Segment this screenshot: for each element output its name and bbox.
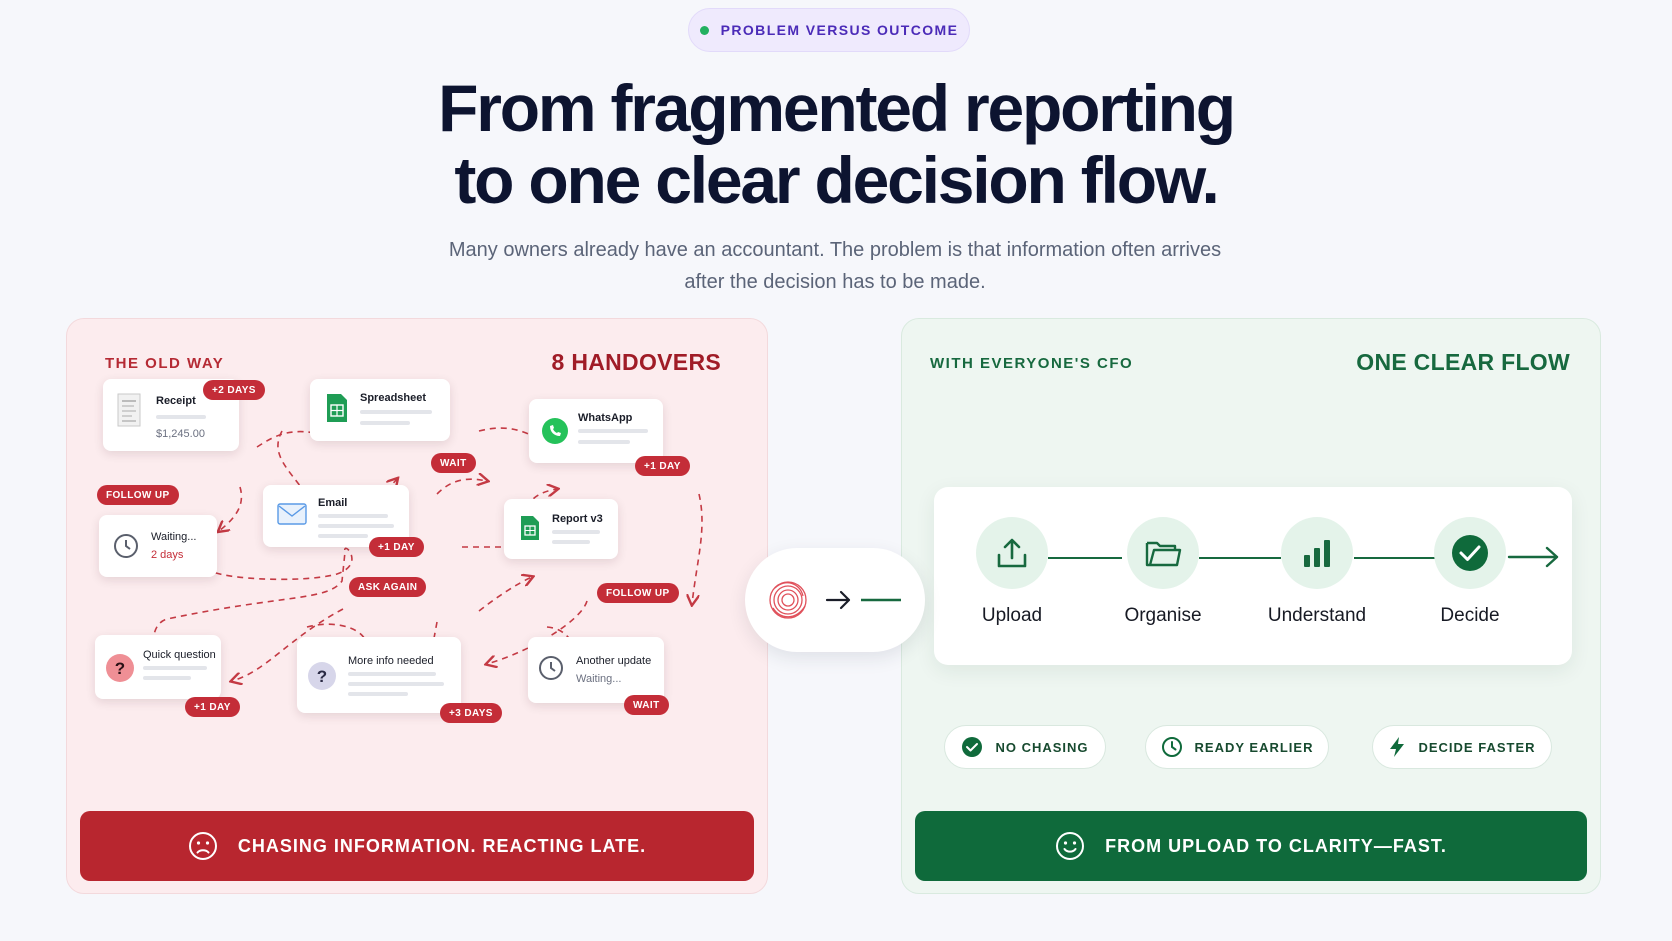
email-card: Email [263,485,409,547]
new-way-eyebrow: WITH EVERYONE'S CFO [930,355,1134,372]
quick-question-delay-tag: +1 DAY [185,697,240,717]
waiting-duration: 2 days [151,549,184,561]
transition-connector [745,548,925,652]
section-badge: PROBLEM VERSUS OUTCOME [688,8,970,52]
email-icon [277,503,307,525]
new-way-headline: ONE CLEAR FLOW [1356,349,1570,375]
old-way-panel: THE OLD WAY 8 HANDOVERS [66,318,768,894]
ask-again-tag: ASK AGAIN [349,577,427,597]
wait-tag-2: WAIT [624,695,669,715]
bar-chart-icon [1304,540,1330,567]
whatsapp-delay-tag: +1 DAY [635,456,690,476]
report-title: Report v3 [552,513,603,525]
old-way-headline: 8 HANDOVERS [551,349,721,375]
status-dot-icon [699,25,709,35]
follow-up-tag-2: FOLLOW UP [597,583,679,603]
report-icon [521,516,539,540]
smile-face-icon [1056,832,1085,860]
hero-title-line-1: From fragmented reporting [438,71,1236,145]
arrow-right-icon [1507,546,1559,568]
benefit-ready-earlier: READY EARLIER [1145,725,1329,769]
section-badge-label: PROBLEM VERSUS OUTCOME [720,22,959,38]
flow-step-organise-label: Organise [1124,605,1202,626]
receipt-title: Receipt [156,395,196,407]
question-icon: ? [106,654,134,682]
receipt-icon [117,393,141,427]
hero-title: From fragmented reporting to one clear d… [0,72,1672,216]
receipt-amount: $1,245.00 [156,428,205,440]
follow-up-tag-1: FOLLOW UP [97,485,179,505]
flow-step-organise: Organise [1093,517,1233,627]
old-way-summary-label: CHASING INFORMATION. REACTING LATE. [237,835,647,856]
quick-question-title: Quick question [143,649,216,661]
hero-title-line-2: to one clear decision flow. [454,143,1220,217]
waiting-title: Waiting... [151,531,197,543]
benefit-no-chasing: NO CHASING [944,725,1106,769]
flow-step-understand: Understand [1247,517,1387,627]
old-way-summary-bar: CHASING INFORMATION. REACTING LATE. [80,811,754,881]
whatsapp-title: WhatsApp [578,412,633,424]
arrow-right-icon [825,590,851,610]
decision-flow-card: Upload Organise Understand [934,487,1572,665]
question-icon: ? [308,662,336,690]
quick-question-card: ? Quick question [95,635,221,699]
new-way-summary-bar: FROM UPLOAD TO CLARITY—FAST. [915,811,1587,881]
spreadsheet-icon [327,394,347,422]
hero-subtitle: Many owners already have an accountant. … [448,239,1222,293]
new-way-panel: WITH EVERYONE'S CFO ONE CLEAR FLOW Uploa… [901,318,1601,894]
svg-text:?: ? [317,667,327,686]
benefit-ready-earlier-label: READY EARLIER [1194,739,1314,755]
more-info-title: More info needed [348,655,434,667]
clock-icon [114,534,138,558]
benefit-decide-faster-label: DECIDE FASTER [1418,739,1536,755]
flow-step-upload-label: Upload [981,605,1043,626]
report-card: Report v3 [504,499,618,559]
more-info-delay-tag: +3 DAYS [440,703,502,723]
email-delay-tag: +1 DAY [369,537,424,557]
more-info-card: ? More info needed [297,637,461,713]
flow-step-upload: Upload [942,517,1082,627]
upload-icon [997,538,1027,568]
spreadsheet-card: Spreadsheet [310,379,450,441]
lightning-icon [1390,737,1405,757]
spreadsheet-title: Spreadsheet [360,392,427,404]
clock-icon [539,656,563,680]
flow-step-decide: Decide [1400,517,1540,627]
check-circle-icon [1452,535,1488,571]
flow-step-decide-label: Decide [1440,605,1500,626]
flow-step-understand-label: Understand [1267,605,1367,626]
another-update-title: Another update [576,655,652,667]
clock-icon [1161,737,1182,757]
old-way-eyebrow: THE OLD WAY [105,355,225,372]
receipt-card: Receipt $1,245.00 [103,379,239,451]
svg-text:?: ? [115,659,125,678]
whatsapp-icon [542,418,568,444]
new-way-summary-label: FROM UPLOAD TO CLARITY—FAST. [1105,835,1447,856]
wait-tag-1: WAIT [431,453,476,473]
fingerprint-logo-icon [769,581,901,619]
benefit-no-chasing-label: NO CHASING [995,739,1089,755]
whatsapp-card: WhatsApp [529,399,663,463]
check-circle-icon [962,737,983,757]
another-update-card: Another update Waiting... [528,637,664,703]
email-title: Email [318,497,348,509]
another-update-status: Waiting... [576,673,622,685]
receipt-delay-tag: +2 DAYS [203,380,265,400]
sad-face-icon [188,832,217,860]
waiting-card: Waiting... 2 days [99,515,217,577]
benefit-decide-faster: DECIDE FASTER [1372,725,1552,769]
folder-icon [1145,541,1182,567]
